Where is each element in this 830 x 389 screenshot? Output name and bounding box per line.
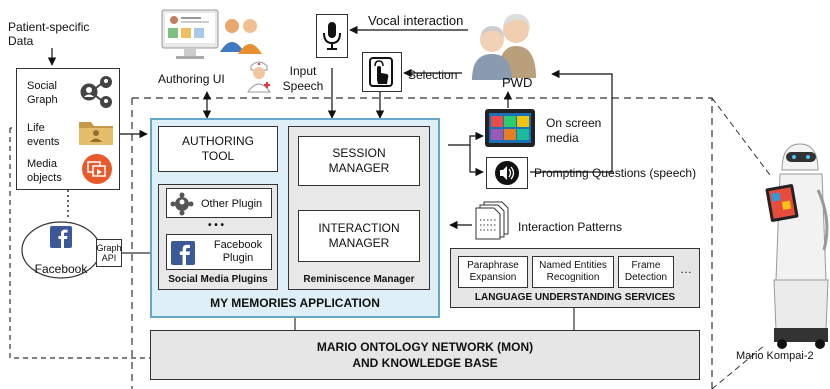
microphone-box (316, 14, 348, 58)
plugin-network-icon (170, 192, 194, 216)
patient-data-panel: Social Graph Life events Media objects (16, 68, 120, 190)
users-icon (220, 19, 262, 54)
session-manager-box: SESSION MANAGER (298, 136, 420, 186)
facebook-node (21, 221, 101, 279)
facebook-label: Facebook (34, 262, 88, 276)
elderly-couple-icon (472, 14, 536, 80)
ellipsis-label: • • • (208, 220, 225, 231)
speaker-box (486, 157, 528, 189)
media-objects-label: Media objects (27, 158, 62, 184)
interaction-manager-box: INTERACTION MANAGER (298, 210, 420, 262)
authoring-tool-box: AUTHORING TOOL (158, 126, 278, 172)
robot-label: Mario Kompai-2 (736, 350, 814, 362)
folder-user-icon (79, 122, 113, 145)
on-screen-media-label: On screen media (546, 116, 602, 145)
reminiscence-manager-label: Reminiscence Manager (303, 274, 415, 285)
mon-box: MARIO ONTOLOGY NETWORK (MON) AND KNOWLED… (150, 330, 700, 380)
app-title: MY MEMORIES APPLICATION (210, 296, 380, 310)
tablet-icon (485, 109, 535, 147)
lus-title: LANGUAGE UNDERSTANDING SERVICES (474, 292, 676, 303)
touch-icon (369, 57, 393, 87)
interaction-patterns-label: Interaction Patterns (518, 220, 623, 234)
media-icon (82, 154, 112, 184)
paraphrase-expansion-box: Paraphrase Expansion (458, 256, 528, 288)
facebook-plugin-box: Facebook Plugin (166, 234, 272, 270)
microphone-icon (323, 22, 341, 50)
documents-icon (475, 201, 509, 240)
named-entities-box: Named Entities Recognition (532, 256, 614, 288)
social-media-plugins-label: Social Media Plugins (168, 274, 268, 285)
frame-detection-box: Frame Detection (618, 256, 674, 288)
prompting-questions-label: Prompting Questions (speech) (534, 166, 697, 180)
authoring-ui-label: Authoring UI (158, 72, 225, 86)
life-events-label: Life events (27, 122, 60, 148)
other-plugin-label: Other Plugin (201, 198, 263, 210)
pwd-label: PWD (502, 75, 533, 90)
nurse-icon (247, 61, 271, 93)
social-graph-icon (80, 76, 112, 108)
patient-data-label: Patient-specific Data (8, 20, 90, 48)
monitor-icon (161, 9, 219, 59)
robot-icon (765, 143, 829, 349)
speaker-icon (495, 161, 519, 185)
facebook-plugin-label: Facebook Plugin (213, 239, 263, 264)
social-graph-label: Social Graph (27, 80, 58, 106)
lus-more-label: … (680, 262, 692, 276)
vocal-interaction-label: Vocal interaction (368, 13, 464, 28)
other-plugin-box: Other Plugin (166, 188, 272, 218)
touch-box (362, 52, 402, 92)
facebook-icon (171, 241, 195, 265)
graph-api-box: Graph API (96, 239, 122, 267)
input-speech-label: Input Speech (282, 64, 324, 93)
selection-label: Selection (408, 68, 458, 82)
